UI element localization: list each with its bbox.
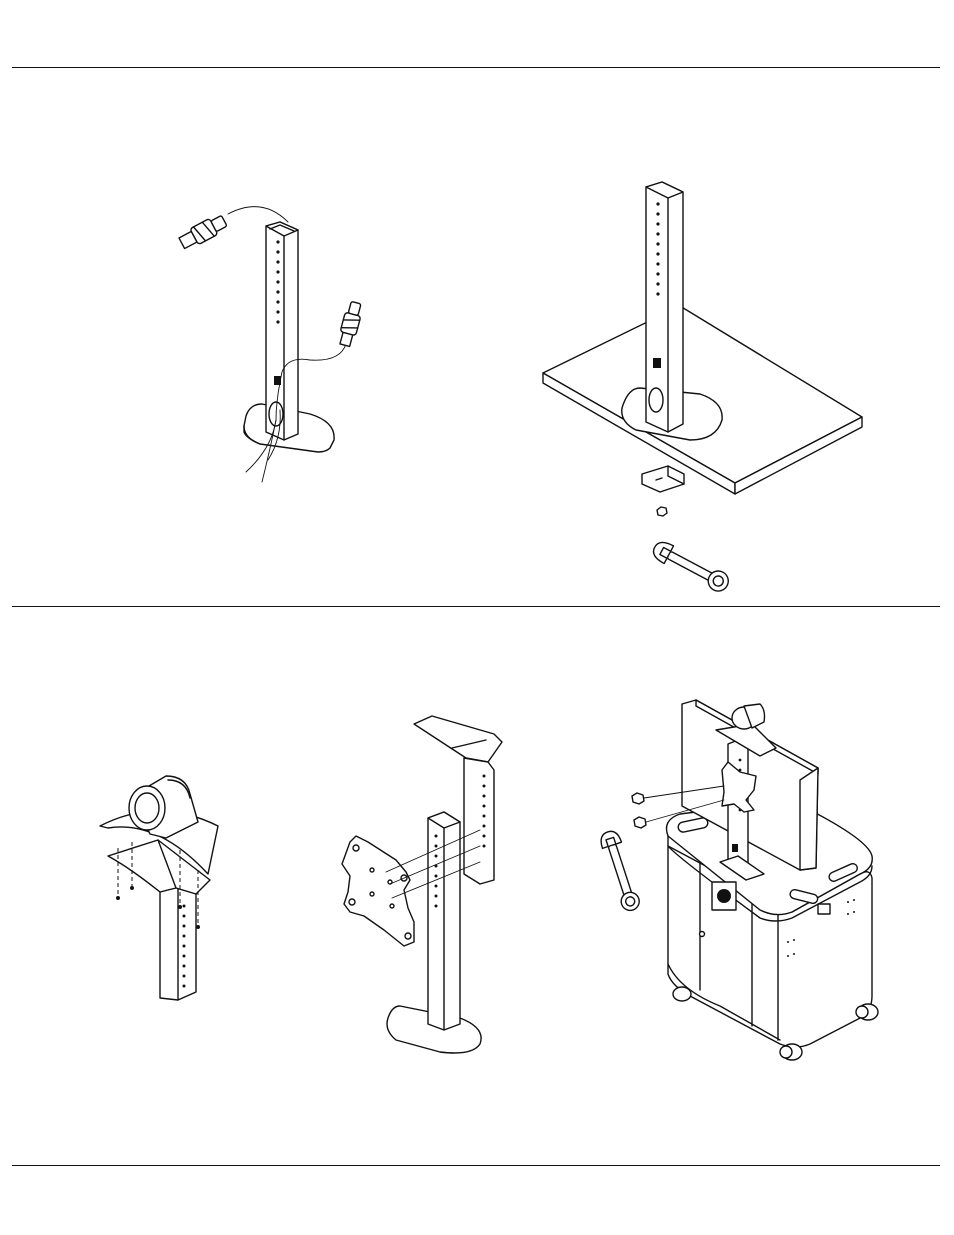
column-with-cables-icon: [178, 207, 364, 482]
column-on-shelf-with-bracket-nut-wrench-icon: [543, 182, 862, 595]
camera-shelf-mount-icon: [100, 776, 218, 1000]
cart-with-monitor-and-camera-icon: [598, 700, 878, 1060]
vesa-plate-and-column-icon: [342, 716, 502, 1053]
